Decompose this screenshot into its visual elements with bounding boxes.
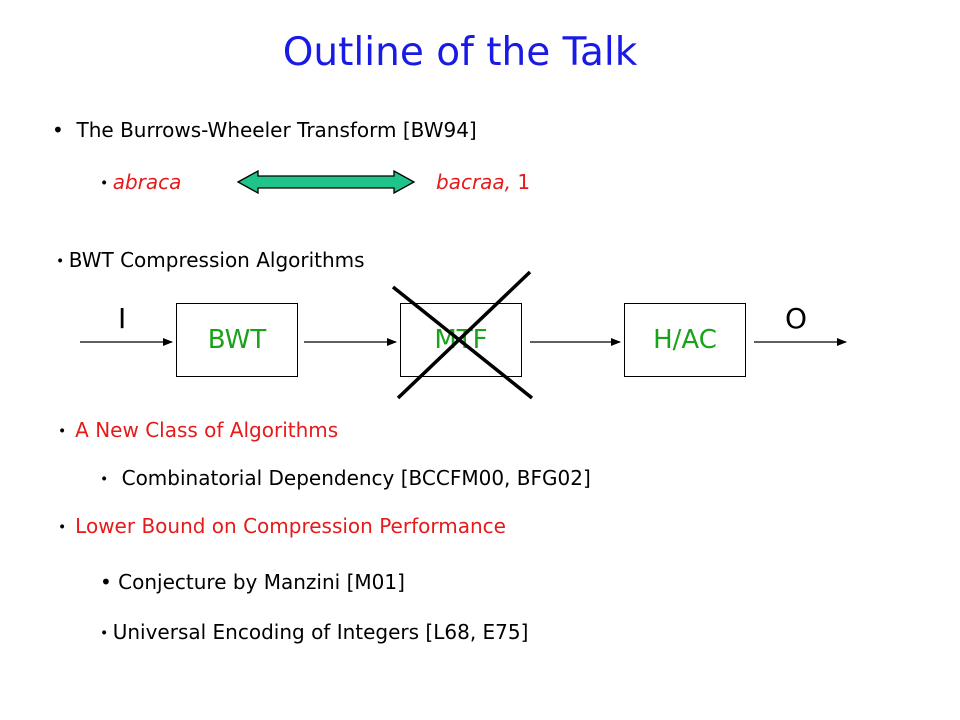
- bullet-dot: •: [58, 519, 76, 536]
- bullet-dot: •: [100, 625, 113, 642]
- bullet-dot: •: [58, 423, 76, 440]
- lower-bound-text: Lower Bound on Compression Performance: [75, 514, 506, 538]
- pipeline-box-label: BWT: [207, 325, 267, 355]
- example-right-number: 1: [511, 170, 531, 194]
- bwt-compression-text: BWT Compression Algorithms: [68, 248, 365, 272]
- bullet-dot: •: [100, 175, 113, 192]
- pipeline-box-label: H/AC: [653, 325, 717, 355]
- pipeline-box-bwt: BWT: [176, 303, 298, 377]
- cross-line-2: [396, 270, 532, 400]
- bullet-universal: • Universal Encoding of Integers [L68, E…: [100, 620, 528, 644]
- bullet-dot: •: [56, 253, 69, 270]
- example-left-text: abraca: [112, 170, 182, 194]
- bullet-dot: •: [100, 570, 119, 594]
- slide-title: Outline of the Talk: [282, 30, 638, 75]
- pipeline-box-hac: H/AC: [624, 303, 746, 377]
- bullet-conjecture: • Conjecture by Manzini [M01]: [100, 570, 405, 594]
- bullet-new-class: • A New Class of Algorithms: [58, 418, 338, 442]
- bullet-dot: •: [52, 118, 77, 142]
- bwt-transform-text: The Burrows-Wheeler Transform [BW94]: [76, 118, 477, 142]
- bullet-bwt-transform: • The Burrows-Wheeler Transform [BW94]: [52, 118, 477, 142]
- combinatorial-text: Combinatorial Dependency [BCCFM00, BFG02…: [121, 466, 591, 490]
- example-right-text: bacraa,: [436, 170, 512, 194]
- output-label: O: [785, 302, 808, 335]
- bullet-bwt-compression: • BWT Compression Algorithms: [56, 248, 365, 272]
- bullet-dot: •: [100, 471, 122, 488]
- bullet-combinatorial: • Combinatorial Dependency [BCCFM00, BFG…: [100, 466, 591, 490]
- bullet-lower-bound: • Lower Bound on Compression Performance: [58, 514, 506, 538]
- conjecture-text: Conjecture by Manzini [M01]: [118, 570, 405, 594]
- double-arrow-icon: [236, 169, 416, 195]
- new-class-text: A New Class of Algorithms: [75, 418, 339, 442]
- bullet-example: • abraca: [100, 170, 181, 194]
- cross-line-1: [391, 285, 534, 400]
- universal-text: Universal Encoding of Integers [L68, E75…: [112, 620, 529, 644]
- example-right: bacraa, 1: [436, 170, 530, 194]
- input-label: I: [118, 302, 127, 335]
